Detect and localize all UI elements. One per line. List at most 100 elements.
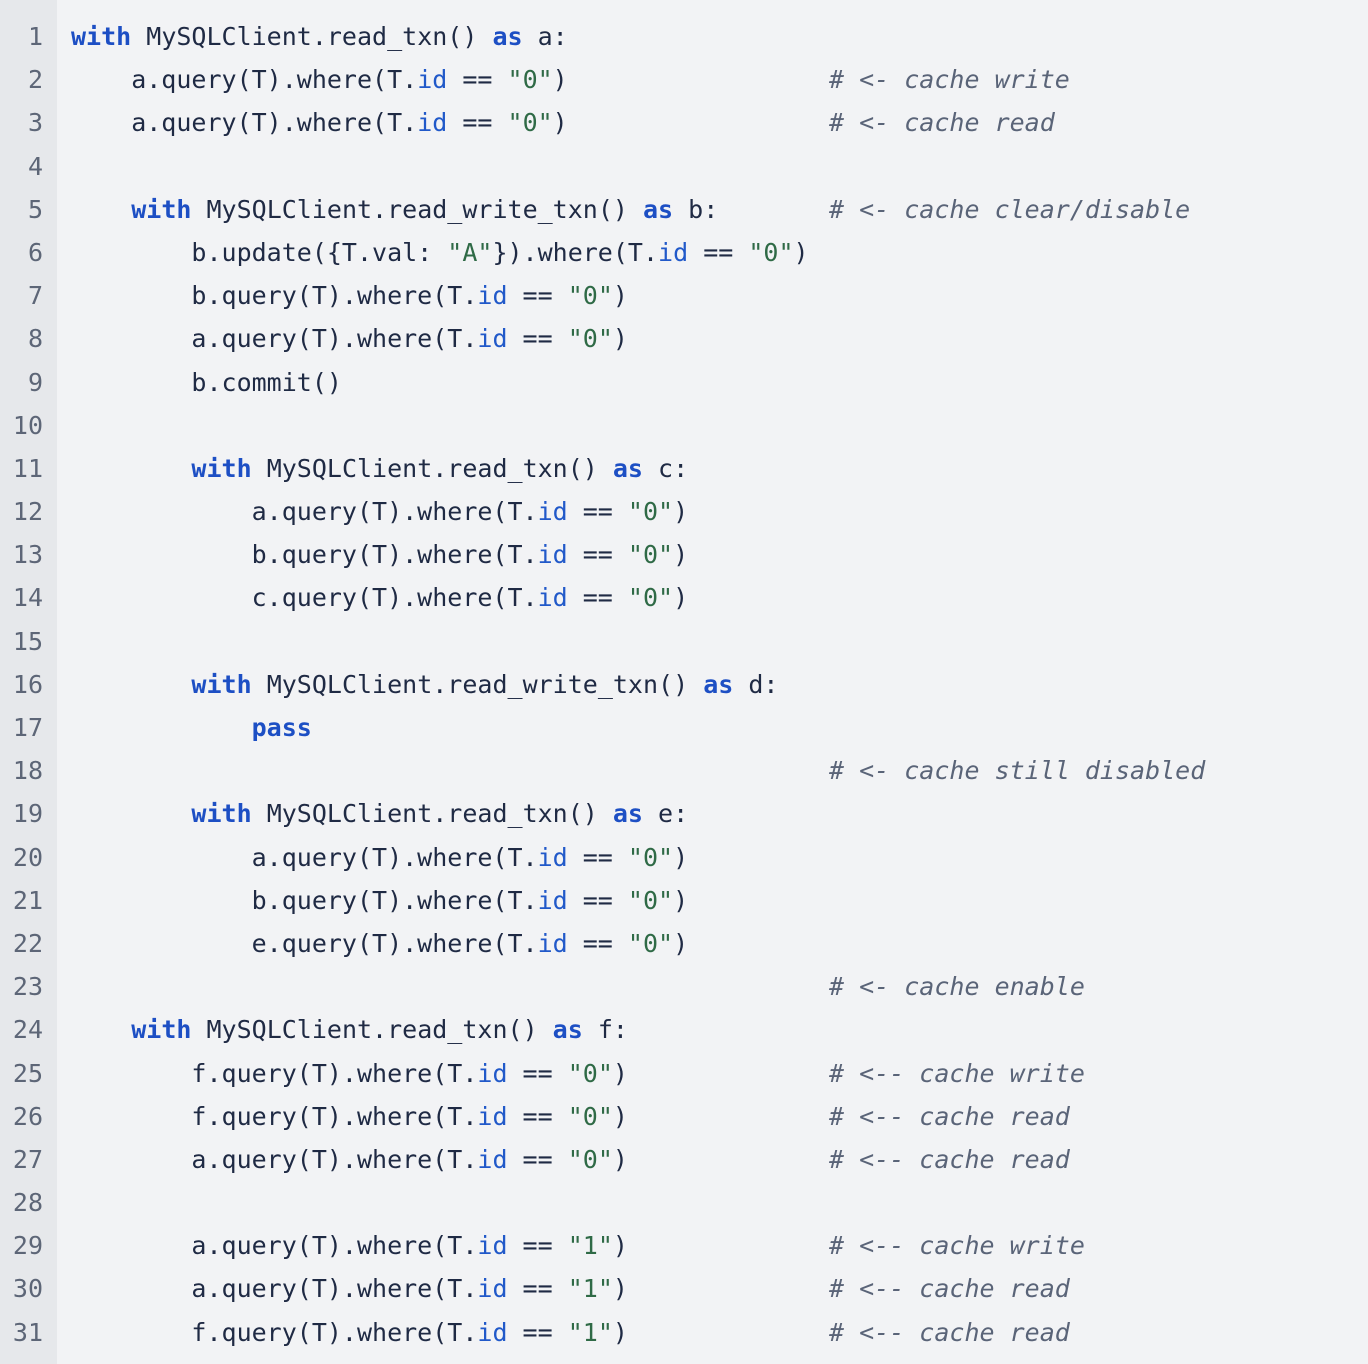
- code-text: a.query(T).where(T.id == "1"): [71, 1267, 628, 1310]
- string-token: "0": [567, 281, 613, 311]
- code-token: ==: [567, 583, 628, 613]
- line-number: 29: [12, 1231, 43, 1261]
- code-line: 30 a.query(T).where(T.id == "1")# <-- ca…: [0, 1267, 1368, 1310]
- code-text: a.query(T).where(T.id == "0"): [71, 58, 568, 101]
- attribute-token: id: [477, 281, 508, 311]
- code-token: ): [612, 1274, 628, 1304]
- code-token: ): [612, 281, 628, 311]
- line-number: 7: [27, 281, 43, 311]
- string-token: "1": [567, 1317, 613, 1347]
- code-text: with MySQLClient.read_txn() as a:: [71, 15, 568, 58]
- code-token: ==: [567, 885, 628, 915]
- code-token: ==: [507, 1231, 568, 1261]
- code-token: [71, 670, 191, 699]
- attribute-token: id: [477, 1231, 508, 1261]
- line-number: 16: [12, 669, 43, 699]
- code-comment: # <- cache write: [829, 65, 1070, 95]
- code-token: ==: [507, 1101, 568, 1131]
- code-comment: # <-- cache write: [829, 1058, 1085, 1088]
- code-comment: # <- cache read: [829, 108, 1055, 138]
- code-line: 4: [0, 145, 1368, 188]
- code-comment: # <-- cache read: [829, 1274, 1070, 1304]
- attribute-token: id: [537, 928, 568, 958]
- code-token: ): [612, 1231, 628, 1261]
- code-token: b.update({T.val:: [71, 237, 448, 267]
- code-text: with MySQLClient.read_txn() as c:: [71, 447, 688, 490]
- code-token: [71, 713, 252, 742]
- attribute-token: id: [477, 1101, 508, 1131]
- code-line: 11 with MySQLClient.read_txn() as c:: [0, 447, 1368, 490]
- code-token: a.query(T).where(T.: [71, 108, 418, 138]
- code-token: ==: [507, 281, 568, 311]
- code-text: e.query(T).where(T.id == "0"): [71, 922, 689, 965]
- code-token: ==: [507, 324, 568, 354]
- code-token: c:: [642, 453, 689, 483]
- code-line: 27 a.query(T).where(T.id == "0")# <-- ca…: [0, 1138, 1368, 1181]
- line-number: 11: [12, 453, 43, 483]
- line-number: 6: [27, 237, 43, 267]
- string-token: "0": [748, 237, 794, 267]
- code-token: ): [673, 497, 689, 527]
- code-line: 10: [0, 404, 1368, 447]
- code-token: ): [673, 583, 689, 613]
- code-line: 20 a.query(T).where(T.id == "0"): [0, 836, 1368, 879]
- attribute-token: id: [537, 497, 568, 527]
- code-text: a.query(T).where(T.id == "1"): [71, 1224, 628, 1267]
- attribute-token: id: [477, 1058, 508, 1088]
- string-token: "0": [627, 583, 674, 613]
- attribute-token: id: [658, 237, 689, 267]
- code-text: f.query(T).where(T.id == "0"): [71, 1095, 628, 1138]
- keyword-token: with: [191, 799, 252, 829]
- line-number: 19: [12, 799, 43, 829]
- code-comment: # <-- cache read: [829, 1317, 1070, 1347]
- code-token: ): [612, 1058, 628, 1088]
- code-line: 29 a.query(T).where(T.id == "1") # <-- ca…: [0, 1224, 1368, 1267]
- code-text: pass: [71, 706, 312, 749]
- code-token: b.query(T).where(T.: [71, 540, 538, 570]
- code-token: ): [612, 1144, 628, 1174]
- code-token: a:: [522, 22, 568, 51]
- code-token: ==: [567, 842, 628, 872]
- string-token: "0": [567, 1101, 613, 1131]
- code-token: a.query(T).where(T.: [71, 1231, 478, 1261]
- code-line: 8 a.query(T).where(T.id == "0"): [0, 317, 1368, 360]
- keyword-token: as: [703, 669, 734, 699]
- code-token: ==: [567, 497, 628, 527]
- string-token: "A": [447, 237, 493, 267]
- code-line: 16 with MySQLClient.read_write_txn() as …: [0, 663, 1368, 706]
- code-token: ): [552, 65, 568, 95]
- attribute-token: id: [537, 885, 568, 915]
- keyword-token: as: [552, 1015, 583, 1045]
- code-comment: # <-- cache write: [829, 1231, 1085, 1261]
- code-token: b.query(T).where(T.: [71, 885, 538, 915]
- code-line: 25 f.query(T).where(T.id == "0")# <-- ca…: [0, 1052, 1368, 1095]
- code-token: }).where(T.: [492, 237, 659, 267]
- code-token: ==: [447, 108, 508, 138]
- code-text: f.query(T).where(T.id == "1"): [71, 1311, 628, 1354]
- line-number: 9: [27, 367, 43, 397]
- line-number: 26: [12, 1101, 43, 1131]
- code-text: a.query(T).where(T.id == "0"): [71, 101, 568, 144]
- code-token: [71, 454, 191, 483]
- code-token: ): [612, 324, 628, 354]
- code-token: ==: [507, 1058, 568, 1088]
- code-line: 6 b.update({T.val: "A"}).where(T.id == "…: [0, 231, 1368, 274]
- code-text: b.commit(): [71, 361, 342, 404]
- code-token: [71, 1015, 131, 1044]
- keyword-token: as: [642, 194, 674, 224]
- code-token: ): [673, 928, 689, 958]
- code-line: 23# <- cache enable: [0, 965, 1368, 1008]
- code-token: MySQLClient.read_write_txn(): [191, 194, 643, 224]
- code-token: ==: [447, 65, 508, 95]
- line-number: 13: [12, 540, 43, 570]
- code-token: [71, 195, 131, 224]
- code-token: ): [612, 1317, 628, 1347]
- line-number: 3: [27, 108, 43, 138]
- string-token: "1": [567, 1274, 613, 1304]
- code-token: MySQLClient.read_txn(): [191, 1015, 553, 1045]
- code-text: b.query(T).where(T.id == "0"): [71, 533, 689, 576]
- code-token: f.query(T).where(T.: [71, 1317, 478, 1347]
- code-text: f.query(T).where(T.id == "0"): [71, 1052, 628, 1095]
- line-number: 1: [27, 22, 43, 51]
